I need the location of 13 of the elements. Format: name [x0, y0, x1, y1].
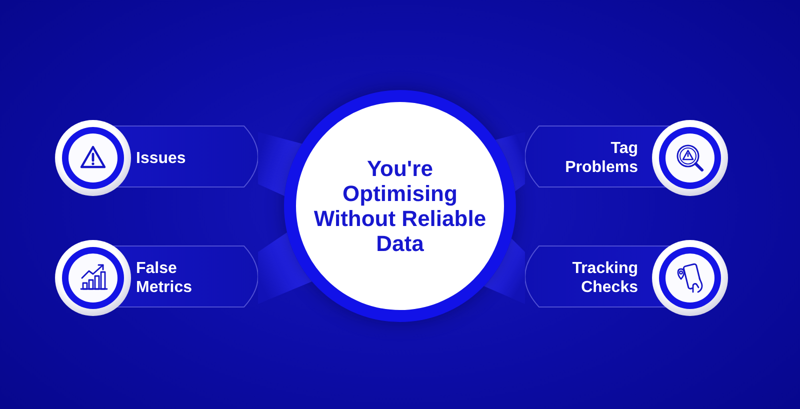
banner-label: Issues: [136, 148, 186, 168]
center-heading: You're Optimising Without Reliable Data: [312, 156, 488, 256]
label-banner: [54, 239, 258, 317]
label-banner: [54, 119, 258, 197]
banner-label: False Metrics: [136, 259, 194, 297]
banner-label: Tag Problems: [564, 139, 638, 177]
connector-beam: [484, 238, 525, 304]
connector-beam: [258, 232, 312, 304]
label-banner: [525, 239, 729, 317]
label-banner: [525, 119, 729, 197]
connector-beam: [258, 132, 302, 196]
connector-beam: [495, 132, 525, 192]
banner-label: Tracking Checks: [571, 259, 638, 297]
